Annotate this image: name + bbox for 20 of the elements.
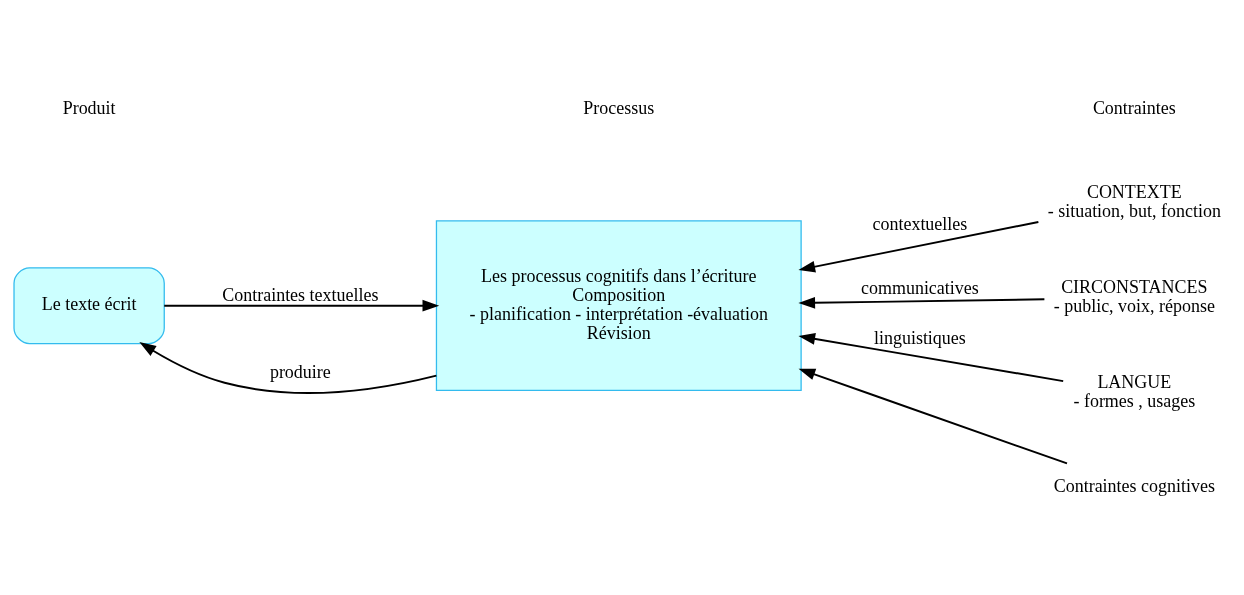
node-text: CIRCONSTANCES - public, voix, réponse	[1053, 276, 1215, 316]
arrow	[798, 332, 1065, 382]
arrow	[139, 341, 438, 394]
arrow	[798, 296, 1046, 309]
edge-label: Contraintes textuelles	[222, 284, 379, 305]
arrow	[798, 368, 1068, 464]
edge-label: linguistiques	[873, 327, 966, 348]
node-box: Les processus cognitifs dans l’écriture Composition - planification - interprétation -évaluation Révision	[435, 219, 802, 391]
edge-label: communicatives	[861, 277, 979, 298]
node-text: CONTEXTE - situation, but, fonction	[1047, 181, 1221, 221]
arrow	[163, 299, 440, 312]
node-box: Le texte écrit	[13, 266, 165, 344]
edge-label: produire	[269, 361, 331, 382]
arrow	[798, 220, 1040, 272]
label: Produit	[62, 97, 116, 118]
edge-label: contextuelles	[872, 213, 968, 234]
node-text: LANGUE - formes , usages	[1073, 371, 1196, 411]
label: Processus	[583, 97, 655, 118]
node-text: Contraintes cognitives	[1053, 475, 1215, 495]
label: Contraintes	[1092, 97, 1176, 118]
